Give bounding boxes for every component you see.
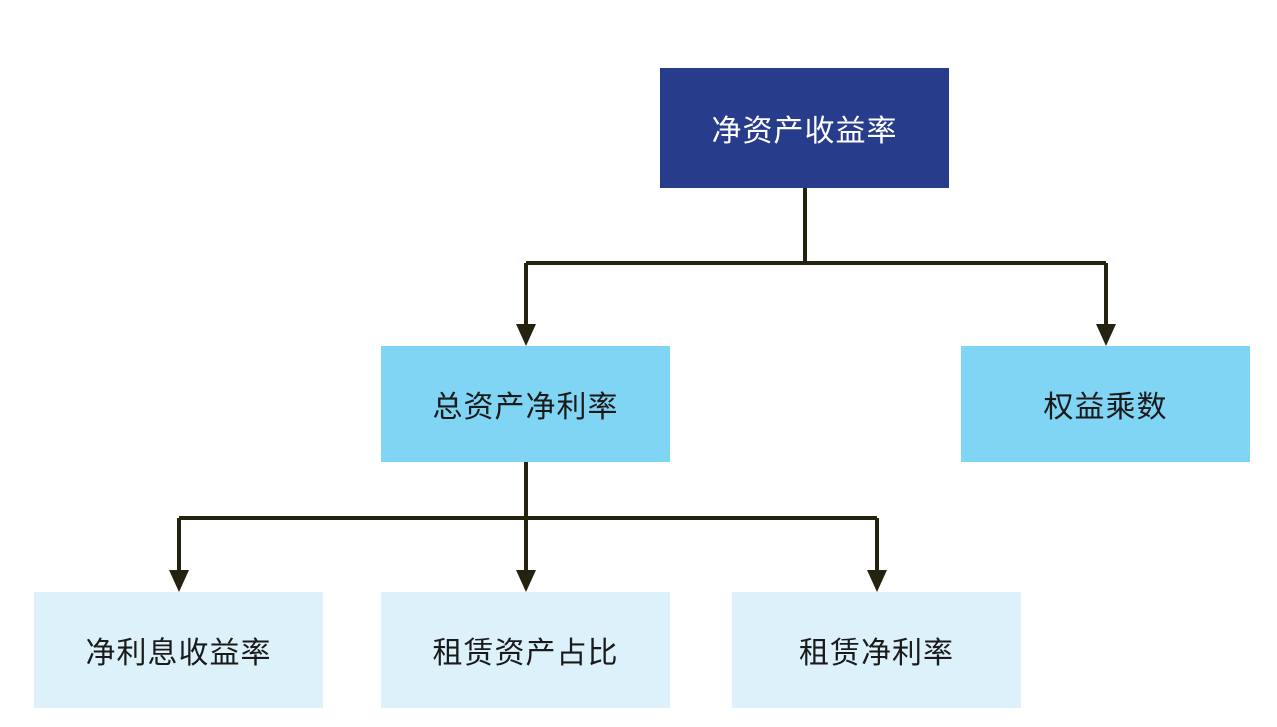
node-label: 权益乘数 [1043,390,1168,425]
node-label: 租赁资产占比 [432,636,619,671]
arrow-to-net-interest [169,570,189,592]
arrow-to-total-asset [516,324,536,346]
node-equity-multiplier: 权益乘数 [961,346,1250,462]
node-total-asset-net-margin: 总资产净利率 [381,346,670,462]
root-node-roe: 净资产收益率 [660,68,949,188]
root-node-label: 净资产收益率 [711,114,898,149]
node-lease-net-margin: 租赁净利率 [732,592,1021,708]
arrow-to-equity-multiplier [1096,324,1116,346]
arrow-to-lease-asset-share [516,570,536,592]
node-label: 租赁净利率 [799,636,954,671]
node-net-interest-yield: 净利息收益率 [34,592,323,708]
node-lease-asset-share: 租赁资产占比 [381,592,670,708]
node-label: 总资产净利率 [432,390,619,425]
node-label: 净利息收益率 [85,636,272,671]
arrow-to-lease-net-margin [867,570,887,592]
